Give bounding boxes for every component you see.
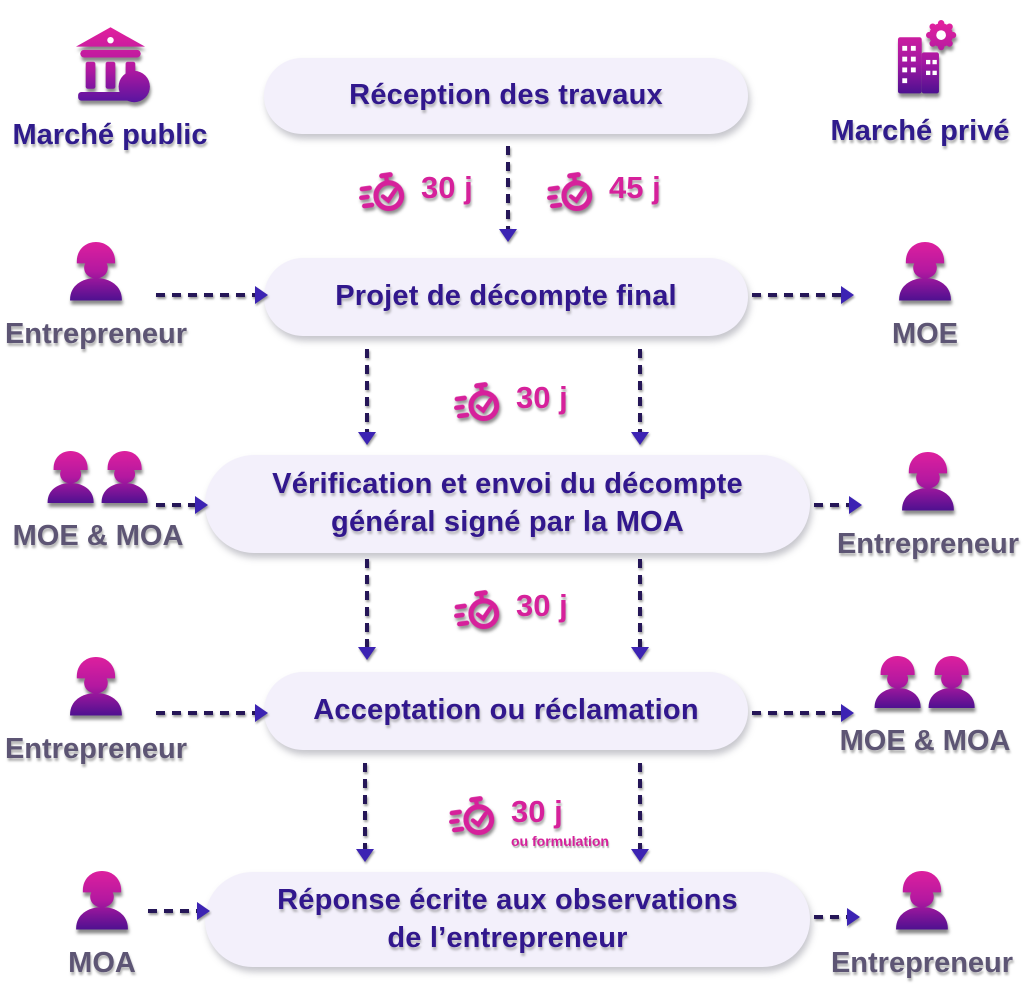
actor-entrepreneur-step2-left: Entrepreneur: [5, 233, 187, 351]
actor-entrepreneur-step4-left: Entrepreneur: [5, 648, 187, 766]
worker-icon: [889, 233, 961, 305]
step-reception-pill: Réception des travaux: [264, 58, 748, 134]
step-acceptation-pill: Acceptation ou réclamation: [264, 672, 748, 750]
stopwatch-icon: [355, 165, 413, 220]
building-gear-icon: [879, 20, 961, 102]
stopwatch-icon: [543, 165, 601, 220]
worker-icon: [60, 648, 132, 720]
marche-public-label: Marché public: [12, 119, 208, 151]
step-verification-pill: Vérification et envoi du décompte généra…: [205, 455, 810, 553]
arrow-moe-moa-to-verification: [156, 496, 208, 514]
actor-moa-step5-left: MOA: [66, 862, 138, 980]
timer-45j-marche-prive: 45 j: [546, 168, 661, 216]
arrow-down-verification-to-acceptation-right: [631, 559, 649, 660]
stopwatch-icon: [450, 375, 508, 430]
timer-30j-reponse: 30 j ou formulation: [448, 792, 609, 849]
actor-marche-public: Marché public: [13, 24, 208, 152]
timer-label: 30 j: [516, 380, 568, 415]
actor-label-entrepreneur: Entrepreneur: [830, 947, 1014, 979]
worker-icon: [886, 862, 958, 934]
actor-marche-prive: Marché privé: [830, 20, 1010, 148]
timer-label: 30 j: [421, 170, 473, 205]
actor-label-entrepreneur: Entrepreneur: [4, 733, 188, 765]
timer-note: ou formulation: [511, 833, 609, 850]
arrow-down-projet-to-verification-left: [358, 349, 376, 445]
actor-moe-step2-right: MOE: [889, 233, 961, 351]
stopwatch-icon: [445, 789, 503, 844]
arrow-down-reception-to-projet: [499, 146, 517, 242]
actor-label-moa: MOA: [68, 947, 136, 979]
marche-prive-label: Marché privé: [830, 115, 1010, 147]
step-reponse-title: Réponse écrite aux observations de l’ent…: [277, 883, 738, 954]
actor-entrepreneur-step5-right: Entrepreneur: [831, 862, 1013, 980]
timer-label: 45 j: [609, 170, 661, 205]
timer-30j-marche-public: 30 j: [358, 168, 473, 216]
arrow-entrepreneur-to-projet: [156, 286, 268, 304]
arrow-acceptation-to-moe-moa: [752, 704, 854, 722]
timer-label: 30 j: [516, 588, 568, 623]
actor-label-moe-moa: MOE & MOA: [839, 725, 1011, 757]
arrow-down-projet-to-verification-right: [631, 349, 649, 445]
arrow-entrepreneur-to-acceptation: [156, 704, 268, 722]
worker-icon: [892, 443, 964, 515]
step-acceptation-title: Acceptation ou réclamation: [313, 694, 699, 727]
actor-label-moe-moa: MOE & MOA: [12, 520, 184, 552]
worker-pair-icon: [39, 443, 157, 507]
timer-label: 30 j: [511, 794, 563, 829]
step-reponse-pill: Réponse écrite aux observations de l’ent…: [205, 872, 810, 967]
stopwatch-icon: [450, 583, 508, 638]
step-reception-title: Réception des travaux: [349, 79, 663, 112]
arrow-projet-to-moe: [752, 286, 854, 304]
step-verification-title: Vérification et envoi du décompte généra…: [272, 468, 743, 538]
actor-entrepreneur-step3-right: Entrepreneur: [837, 443, 1019, 561]
worker-icon: [66, 862, 138, 934]
timer-30j-acceptation: 30 j: [453, 586, 568, 634]
arrow-reponse-to-entrepreneur: [814, 908, 860, 926]
actor-label-entrepreneur: Entrepreneur: [836, 528, 1020, 560]
worker-pair-icon: [866, 648, 984, 712]
arrow-verification-to-entrepreneur: [814, 496, 862, 514]
arrow-down-acceptation-to-reponse-left: [356, 763, 374, 862]
arrow-down-verification-to-acceptation-left: [358, 559, 376, 660]
actor-moe-moa-step4-right: MOE & MOA: [839, 648, 1011, 758]
step-projet-decompte-pill: Projet de décompte final: [264, 258, 748, 336]
arrow-down-acceptation-to-reponse-right: [631, 763, 649, 862]
timer-30j-verification: 30 j: [453, 378, 568, 426]
actor-moe-moa-step3-left: MOE & MOA: [12, 443, 184, 553]
actor-label-entrepreneur: Entrepreneur: [4, 318, 188, 350]
actor-label-moe: MOE: [891, 318, 959, 350]
worker-icon: [60, 233, 132, 305]
arrow-moa-to-reponse: [148, 902, 210, 920]
bank-icon: [67, 24, 153, 106]
step-projet-decompte-title: Projet de décompte final: [335, 280, 677, 313]
